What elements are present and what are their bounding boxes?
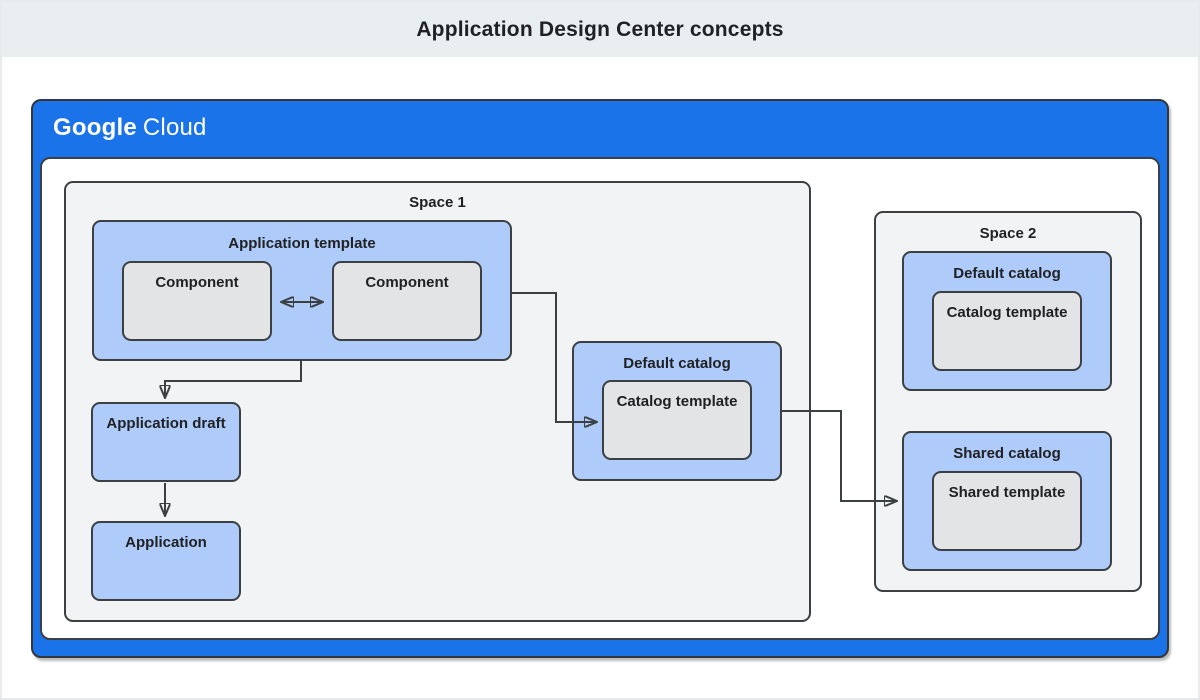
space-1-label: Space 1 bbox=[409, 194, 466, 211]
application-draft-label: Application draft bbox=[106, 415, 226, 432]
space2-catalog-template-box: Catalog template bbox=[932, 291, 1082, 371]
space1-catalog-template-box: Catalog template bbox=[602, 380, 752, 460]
shared-template-label: Shared template bbox=[948, 484, 1066, 501]
page-title: Application Design Center concepts bbox=[416, 17, 784, 41]
space-2-label: Space 2 bbox=[979, 225, 1037, 242]
application-box: Application bbox=[91, 521, 241, 601]
component-left-box: Component bbox=[122, 261, 272, 341]
component-right-box: Component bbox=[332, 261, 482, 341]
application-draft-box: Application draft bbox=[91, 402, 241, 482]
space2-catalog-template-label: Catalog template bbox=[946, 304, 1068, 321]
application-template-label: Application template bbox=[228, 235, 376, 252]
space1-catalog-template-label: Catalog template bbox=[616, 393, 738, 410]
component-left-label: Component bbox=[155, 274, 239, 291]
cloud-logo-text: Cloud bbox=[142, 114, 207, 141]
shared-template-box: Shared template bbox=[932, 471, 1082, 551]
component-right-label: Component bbox=[365, 274, 449, 291]
google-logo-text: Google bbox=[53, 114, 137, 141]
title-banner: Application Design Center concepts bbox=[2, 2, 1198, 57]
shared-catalog-label: Shared catalog bbox=[953, 445, 1061, 462]
space2-default-catalog-label: Default catalog bbox=[953, 265, 1061, 282]
space1-default-catalog-label: Default catalog bbox=[623, 355, 731, 372]
application-label: Application bbox=[125, 534, 207, 551]
